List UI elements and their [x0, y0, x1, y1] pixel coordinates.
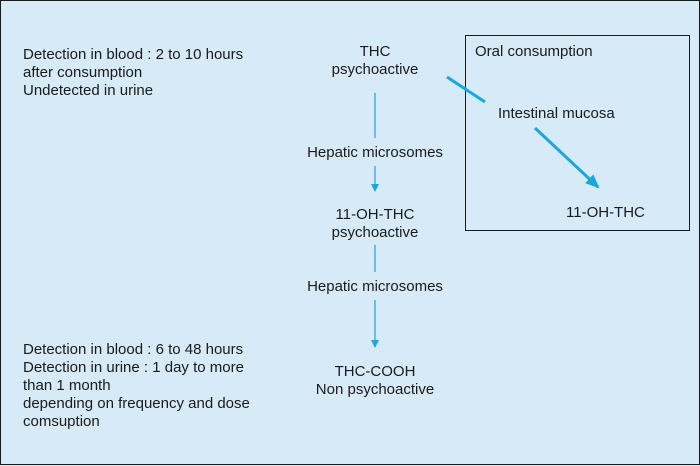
hepatic-step-1: Hepatic microsomes [307, 144, 443, 161]
note-line: Detection in urine : 1 day to more [23, 359, 244, 376]
oh-thc-label: 11-OH-THC [335, 206, 415, 223]
thc-cooh-node: THC-COOH Non psychoactive [300, 363, 450, 399]
oral-oh-thc-label: 11-OH-THC [566, 204, 645, 221]
note-line: Detection in blood : 2 to 10 hours [23, 46, 244, 63]
note-line: depending on frequency and dose [23, 395, 250, 412]
detection-note-bottom: Detection in blood : 6 to 48 hours Detec… [23, 341, 250, 431]
oh-thc-node: 11-OH-THC psychoactive [300, 206, 450, 242]
note-line: than 1 month [23, 377, 111, 394]
note-line: comsuption [23, 413, 100, 430]
thc-cooh-sublabel: Non psychoactive [315, 381, 435, 398]
note-line: Detection in blood : 6 to 48 hours [23, 341, 244, 358]
oral-route-line [446, 75, 486, 104]
oh-thc-sublabel: psychoactive [331, 224, 419, 241]
thc-node: THC psychoactive [325, 43, 425, 79]
oral-route-arrow [533, 126, 600, 189]
note-line: Undetected in urine [23, 82, 154, 99]
thc-cooh-label: THC-COOH [334, 363, 416, 380]
note-line: after consumption [23, 64, 143, 81]
intestinal-mucosa-label: Intestinal mucosa [498, 105, 615, 122]
oral-consumption-box [465, 35, 690, 231]
blood-detection-note-top: Detection in blood : 2 to 10 hours after… [23, 46, 243, 100]
oral-consumption-title: Oral consumption [475, 43, 593, 60]
hepatic-step-2: Hepatic microsomes [307, 278, 443, 295]
thc-sublabel: psychoactive [331, 61, 419, 78]
thc-label: THC [359, 43, 391, 60]
